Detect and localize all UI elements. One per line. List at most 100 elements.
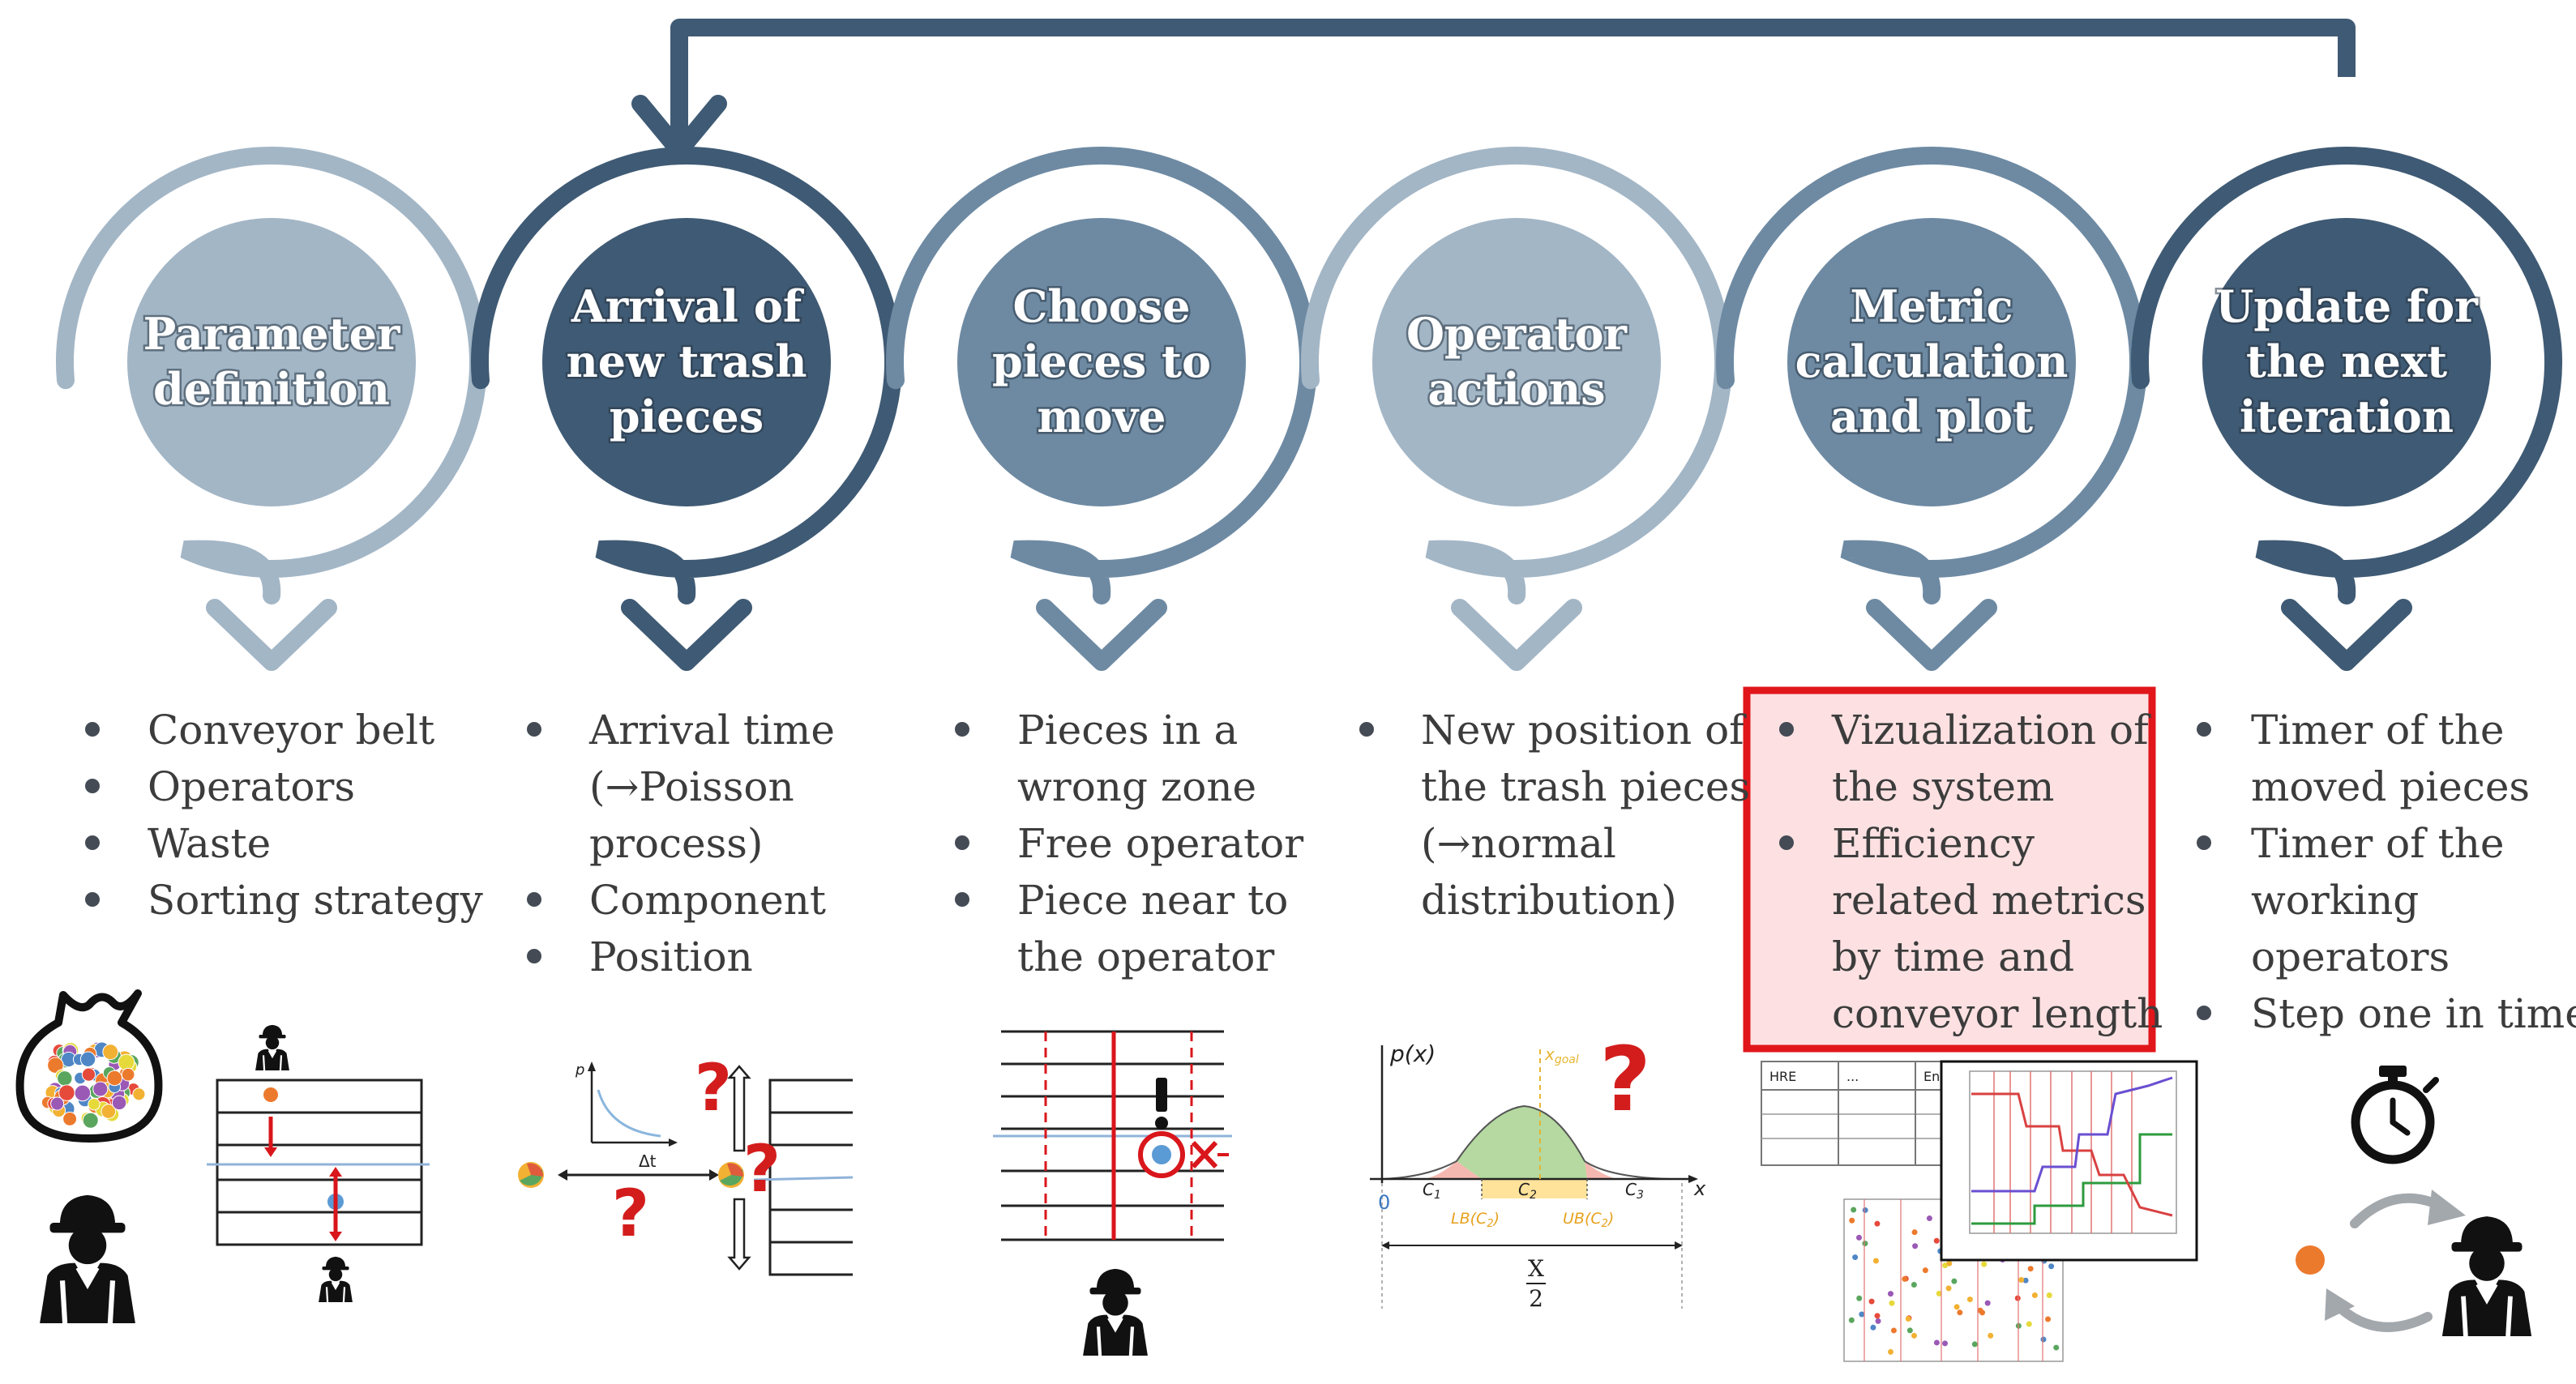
exclamation-icon bbox=[1155, 1078, 1168, 1130]
bullet-text: Conveyor belt bbox=[148, 707, 434, 754]
bullet-text: Vizualization of bbox=[1831, 707, 2151, 754]
dist-label-ub-sub: 2 bbox=[1602, 1218, 1608, 1230]
dist-label-c3: C bbox=[1625, 1180, 1637, 1199]
bullet-dot bbox=[527, 949, 541, 963]
bullet-text: wrong zone bbox=[1017, 763, 1256, 810]
target-piece-icon bbox=[1138, 1131, 1229, 1178]
bullet-text: Timer of the bbox=[2251, 820, 2505, 867]
bullet-dot bbox=[2197, 722, 2211, 737]
normal-distribution-icon: p(x) xgoal 0 C1 C2 C3 x LB(C2) UB(C2) X … bbox=[1370, 1040, 1706, 1312]
step-title-line: the next bbox=[2246, 335, 2447, 387]
bullet-dot bbox=[2197, 835, 2211, 850]
bullet-dot bbox=[527, 722, 541, 737]
waste-bag-icon bbox=[15, 989, 163, 1143]
svg-text:xgoal: xgoal bbox=[1544, 1044, 1579, 1066]
bullet-text: by time and bbox=[1832, 933, 2074, 980]
cycle-arrows-icon bbox=[2296, 1190, 2466, 1332]
feedback-loop-arrow bbox=[631, 19, 2356, 160]
conveyor-belt-icon bbox=[207, 1023, 430, 1304]
step-title-line: actions bbox=[1427, 363, 1605, 415]
dist-label-lb: LB(C bbox=[1451, 1210, 1487, 1228]
bullet-dot bbox=[2197, 1006, 2211, 1020]
operator-icon bbox=[1083, 1269, 1148, 1356]
step-loop-arrow bbox=[1301, 147, 1732, 604]
bullet-text: Step one in time bbox=[2251, 990, 2576, 1037]
dist-label-px: p(x) bbox=[1389, 1040, 1436, 1067]
step-title-line: and plot bbox=[1830, 391, 2033, 442]
arrival-flow-icon bbox=[518, 1065, 751, 1271]
bullet-text: New position of bbox=[1421, 707, 1747, 754]
bullet-dot bbox=[955, 835, 969, 850]
dist-label-lb-close: ) bbox=[1492, 1210, 1500, 1228]
step-loop-arrow bbox=[2131, 147, 2562, 604]
bullet-dot bbox=[955, 722, 969, 737]
bullet-dot bbox=[527, 892, 541, 907]
bullet-text: Component bbox=[589, 877, 826, 924]
bullet-dot bbox=[955, 892, 969, 907]
dist-label-c2: C bbox=[1518, 1180, 1530, 1199]
bullet-text: conveyor length bbox=[1832, 990, 2163, 1037]
bullet-text: moved pieces bbox=[2251, 763, 2530, 810]
step-title-line: definition bbox=[153, 363, 390, 415]
bullet-text: operators bbox=[2251, 933, 2450, 980]
step-down-arrowhead bbox=[621, 599, 752, 671]
conveyor-zones-icon bbox=[993, 1030, 1232, 1241]
question-mark-icon: ? ? ? bbox=[612, 1050, 781, 1251]
dist-label-ub-close: ) bbox=[1607, 1210, 1614, 1228]
step-title-line: calculation bbox=[1795, 335, 2069, 387]
stopwatch-icon bbox=[2351, 1066, 2439, 1164]
arrival-rate-plot-icon: p Δt bbox=[575, 1061, 678, 1171]
metrics-col-hre: HRE bbox=[1769, 1069, 1796, 1084]
bullet-text: Waste bbox=[148, 820, 271, 867]
step-title-line: new trash bbox=[567, 335, 807, 387]
step-down-arrowhead bbox=[1036, 599, 1167, 671]
bullet-text: Arrival time bbox=[588, 707, 835, 754]
bullet-text: Sorting strategy bbox=[148, 877, 484, 924]
step-title-line: Metric bbox=[1851, 280, 2013, 332]
bullet-text: (→normal bbox=[1421, 820, 1616, 867]
bullet-dot bbox=[85, 779, 100, 793]
step-title-line: Arrival of bbox=[571, 280, 805, 332]
bullet-text: the system bbox=[1832, 763, 2054, 810]
bullet-text: working bbox=[2251, 877, 2419, 924]
bullet-text: Free operator bbox=[1017, 820, 1303, 867]
dist-label-c1: C bbox=[1423, 1180, 1434, 1199]
step-title-line: Parameter bbox=[143, 308, 400, 360]
dist-label-x: x bbox=[1693, 1177, 1706, 1200]
step-down-arrowhead bbox=[2281, 599, 2412, 671]
conveyor-entry-icon bbox=[753, 1079, 854, 1276]
dist-label-half-den: 2 bbox=[1529, 1285, 1543, 1312]
dist-label-lb-sub: 2 bbox=[1487, 1218, 1493, 1230]
step-circle bbox=[542, 218, 831, 506]
step-title-line: Choose bbox=[1012, 280, 1190, 332]
step-loop-arrow bbox=[886, 147, 1317, 604]
bullet-dot bbox=[1779, 835, 1794, 850]
bullet-text: related metrics bbox=[1832, 877, 2146, 924]
entropy-plot-icon bbox=[1940, 1060, 2198, 1262]
step-down-arrowhead bbox=[1451, 599, 1582, 671]
bullet-text: the operator bbox=[1017, 933, 1274, 980]
dist-label-c3-sub: 3 bbox=[1637, 1189, 1644, 1202]
bullet-text: Pieces in a bbox=[1017, 707, 1238, 754]
step-loop-arrow bbox=[56, 147, 487, 604]
plot-label-dt: Δt bbox=[639, 1151, 657, 1171]
dist-label-xgoal-sub: goal bbox=[1555, 1053, 1579, 1066]
step-down-arrowhead bbox=[206, 599, 337, 671]
step-circle bbox=[1787, 218, 2076, 506]
step-circle bbox=[1372, 218, 1661, 506]
bullet-dot bbox=[1779, 722, 1794, 737]
svg-text:LB(C2): LB(C2) bbox=[1451, 1210, 1500, 1230]
svg-text:C2: C2 bbox=[1518, 1180, 1537, 1202]
bullet-dot bbox=[85, 892, 100, 907]
bullet-text: Timer of the bbox=[2251, 707, 2505, 754]
bullet-text: the trash pieces bbox=[1421, 763, 1750, 810]
operator-icon bbox=[40, 1195, 135, 1323]
step-title-line: pieces to bbox=[992, 335, 1211, 387]
bullet-text: process) bbox=[589, 820, 763, 867]
